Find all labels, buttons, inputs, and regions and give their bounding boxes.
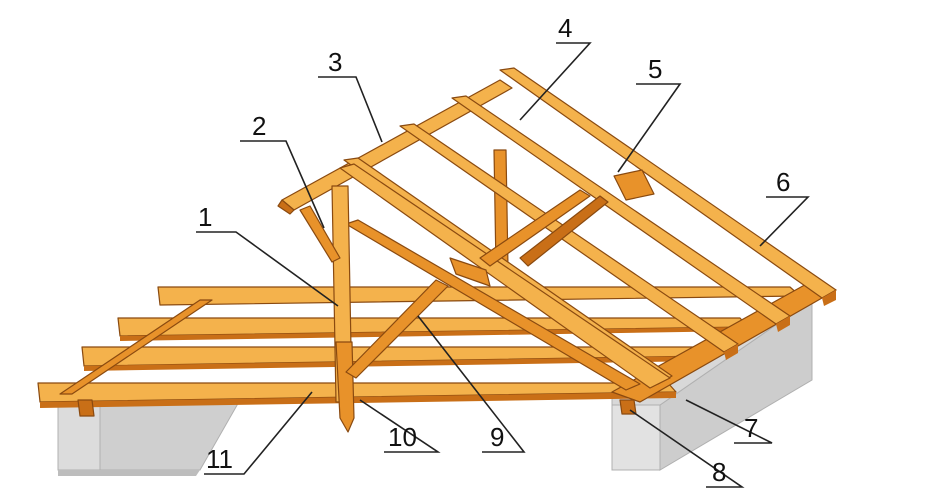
callout-10: 10 [388,422,417,452]
rafter-block [449,257,491,287]
leader-lines [196,42,810,488]
callout-2: 2 [252,111,266,141]
callout-4: 4 [558,13,572,43]
diagonal-strut [345,279,449,379]
callout-1: 1 [198,202,212,232]
main-post-shoe [335,341,355,433]
callout-7: 7 [744,413,758,443]
front-rafter [339,163,671,389]
callout-11: 11 [206,444,233,474]
lower-strut [345,219,641,391]
left-wall [57,399,241,476]
callout-5: 5 [648,54,662,84]
purlin-block [613,169,655,201]
callout-9: 9 [490,422,504,452]
callout-6: 6 [776,167,790,197]
ridge-beam-top [277,199,295,215]
cross-brace [479,189,591,267]
callout-3: 3 [328,47,342,77]
callouts: 1 2 3 4 5 6 7 8 9 10 11 [198,13,790,487]
beam-end [77,399,95,417]
ridge-strut [299,205,341,263]
callout-8: 8 [712,457,726,487]
floor-batten [59,299,213,395]
cross-brace [519,195,609,267]
